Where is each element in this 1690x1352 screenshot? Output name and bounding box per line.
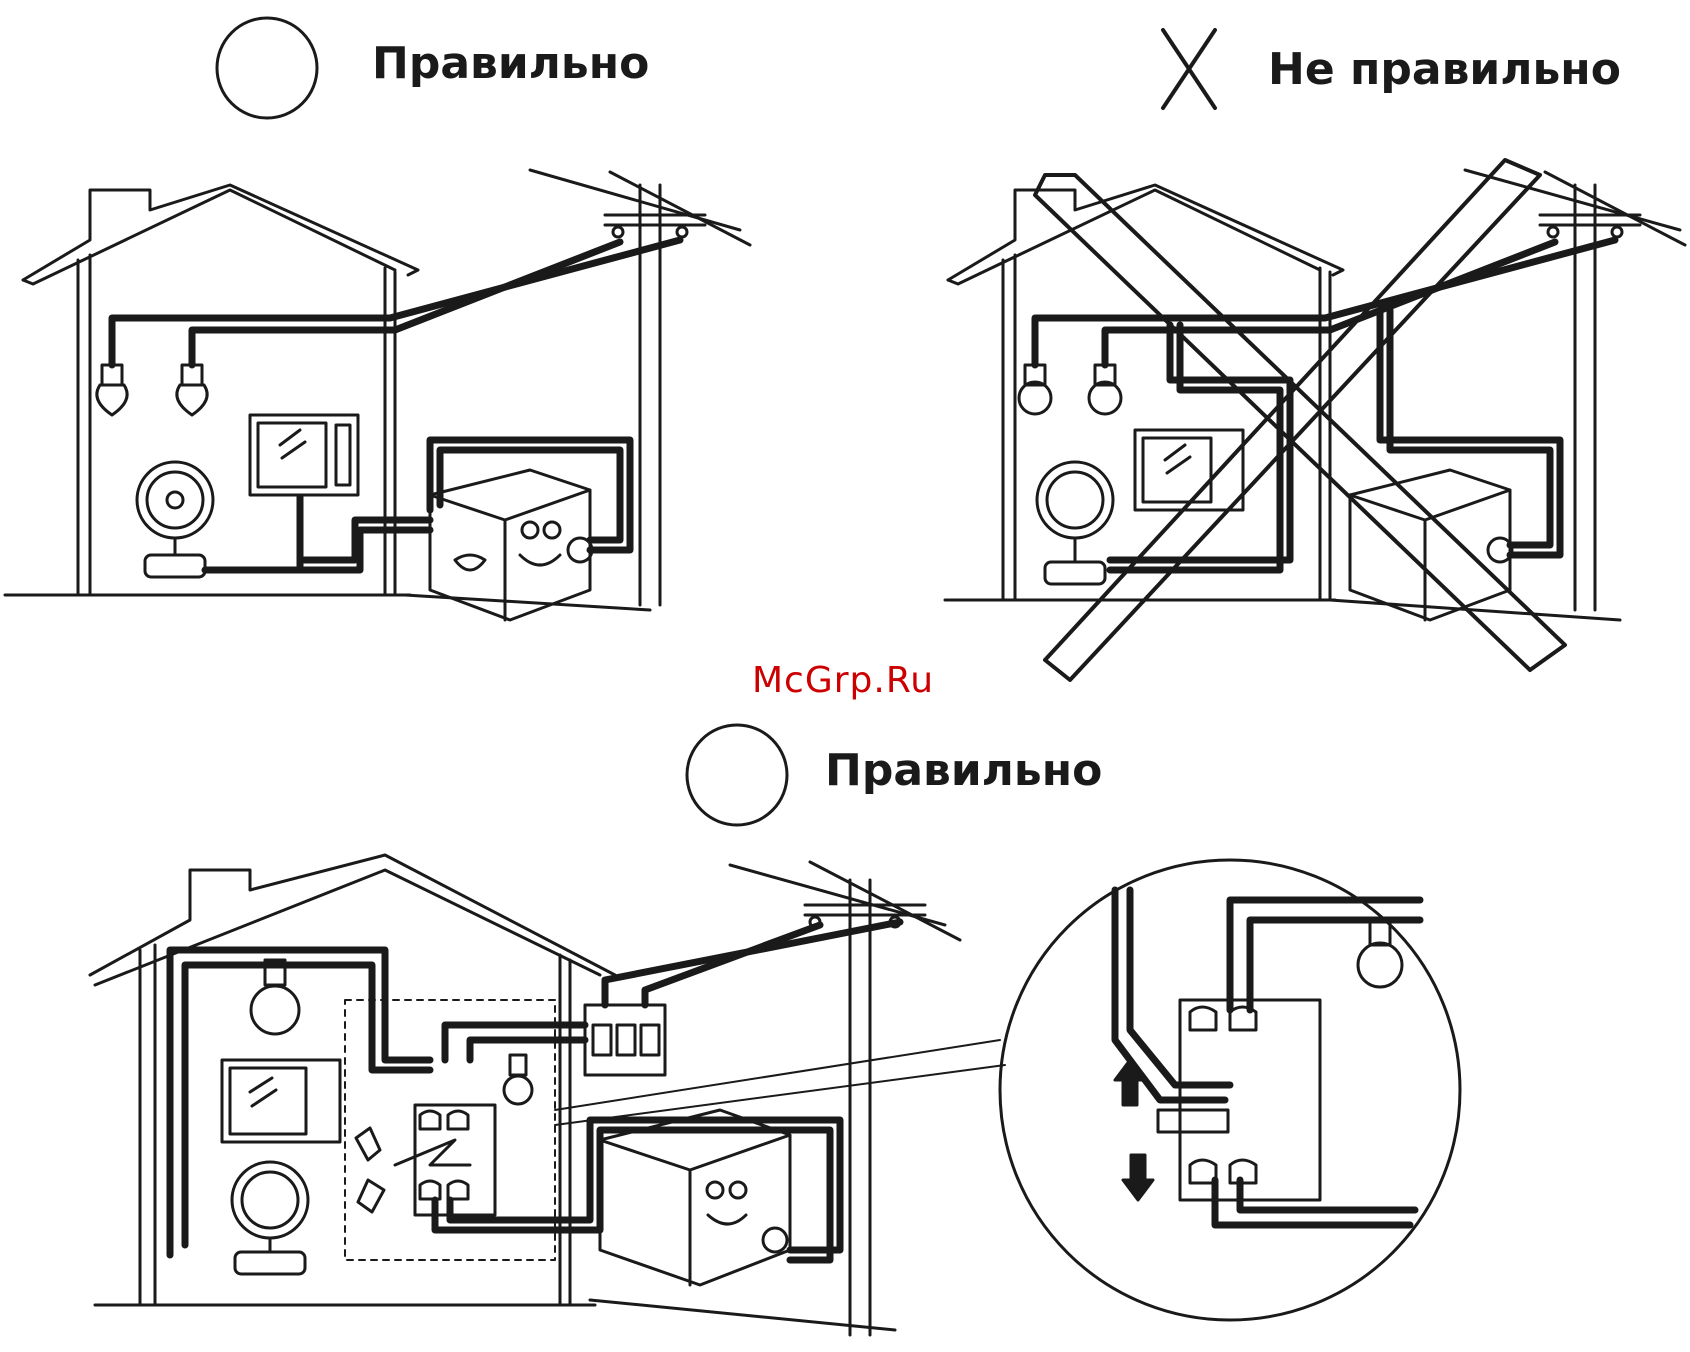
top-left-bulb-icon-2 bbox=[177, 365, 207, 415]
bottom-zoom-callout-lines bbox=[555, 1040, 1005, 1125]
top-left-microwave-icon bbox=[250, 415, 358, 495]
top-left-pole bbox=[530, 170, 750, 605]
bottom-switch-down-arrow-icon bbox=[358, 1180, 384, 1212]
bottom-bulb-icon-1 bbox=[251, 960, 299, 1034]
top-right-bulb-icon-2 bbox=[1089, 365, 1121, 414]
top-right-internal-wires bbox=[1110, 310, 1560, 570]
top-left-fan-icon bbox=[137, 462, 213, 577]
top-left-house bbox=[5, 185, 650, 610]
top-right-microwave-icon bbox=[1135, 430, 1243, 510]
correct-circle-icon-bottom bbox=[687, 725, 787, 825]
zoom-down-arrow-icon bbox=[1123, 1155, 1153, 1200]
bottom-switch-up-arrow-icon bbox=[356, 1128, 380, 1160]
correct-circle-icon bbox=[217, 18, 317, 118]
bottom-house-wires bbox=[170, 950, 840, 1260]
top-right-mains-wires bbox=[1035, 240, 1615, 365]
incorrect-big-cross-icon bbox=[1035, 160, 1565, 680]
bottom-mains-wires bbox=[605, 922, 900, 1005]
zoom-up-arrow-icon bbox=[1115, 1060, 1145, 1105]
incorrect-cross-icon bbox=[1163, 30, 1215, 108]
top-right-bulb-icon-1 bbox=[1019, 365, 1051, 414]
top-right-generator-icon bbox=[1350, 470, 1512, 620]
bottom-microwave-icon bbox=[222, 1060, 340, 1142]
bottom-bulb-icon-2 bbox=[504, 1055, 532, 1104]
top-right-pole bbox=[1465, 170, 1685, 610]
bottom-fan-icon bbox=[232, 1162, 308, 1274]
bottom-meter-box-icon bbox=[585, 1005, 665, 1075]
bottom-zoom-detail-icon bbox=[1000, 860, 1460, 1320]
bottom-generator-icon bbox=[600, 1110, 790, 1285]
top-left-bulb-icon-1 bbox=[97, 365, 127, 415]
top-right-fan-icon bbox=[1037, 462, 1113, 584]
bottom-transfer-switch-icon bbox=[395, 1105, 495, 1215]
top-left-generator-wires bbox=[430, 440, 630, 550]
bottom-house bbox=[90, 855, 895, 1330]
